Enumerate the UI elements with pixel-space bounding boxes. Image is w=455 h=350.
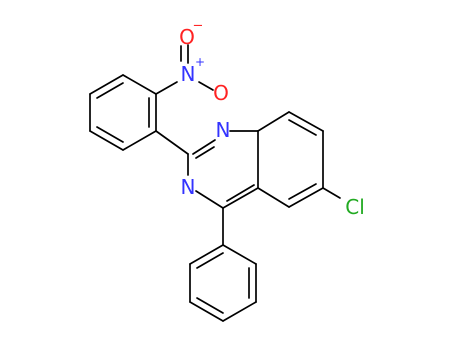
bond-c3q-c4q	[222, 301, 257, 322]
bond-c2p-nitro	[155, 81, 178, 95]
atom-cl-label: Cl	[345, 195, 365, 219]
bond-n1-c2	[192, 139, 216, 155]
bond-c4-c4a-inner	[226, 184, 255, 202]
bond-c4-c4a	[222, 187, 259, 209]
atom-nitro-o1-label: O	[179, 25, 195, 49]
atom-nitro-n-label: N	[181, 62, 196, 86]
bond-c6q-c1q-inner	[196, 252, 224, 269]
bond-c1q-c2q	[222, 244, 257, 265]
bond-nitro-o2	[198, 81, 214, 91]
bond-c2-c1p	[155, 130, 189, 155]
bond-c5p-c6p-inner	[96, 126, 124, 143]
bond-c4q-c5q-inner	[196, 297, 224, 314]
bond-c8-c7-inner	[288, 119, 317, 136]
bonds	[89, 44, 341, 322]
bond-c5p-c6p	[89, 130, 124, 151]
bond-c6-cl	[322, 187, 341, 199]
bond-c6p-c1p	[122, 130, 157, 151]
bond-c6q-c1q	[189, 244, 224, 265]
bond-c6-c5-inner	[288, 183, 317, 200]
bond-n3-c4	[195, 190, 224, 209]
bond-c6-c5	[288, 187, 324, 208]
bond-c3p-c4p-inner	[96, 82, 124, 99]
bond-c4q-c5q	[189, 301, 224, 322]
atom-nitro-o2-label: O	[213, 81, 229, 105]
atom-n1-label: N	[216, 118, 231, 142]
atom-n3-label: N	[181, 175, 196, 199]
bond-c8-c7	[288, 111, 324, 132]
bond-c2p-c3p	[122, 74, 157, 95]
bond-c5-c4a	[257, 187, 290, 208]
bond-c3p-c4p	[89, 74, 124, 95]
charge-minus-label: −	[193, 19, 204, 34]
bond-n1-c2-inner	[195, 146, 215, 159]
bond-c8a-c8	[257, 111, 290, 132]
atom-labels: N N N + O − O Cl	[179, 19, 365, 220]
charge-plus-label: +	[195, 55, 205, 69]
